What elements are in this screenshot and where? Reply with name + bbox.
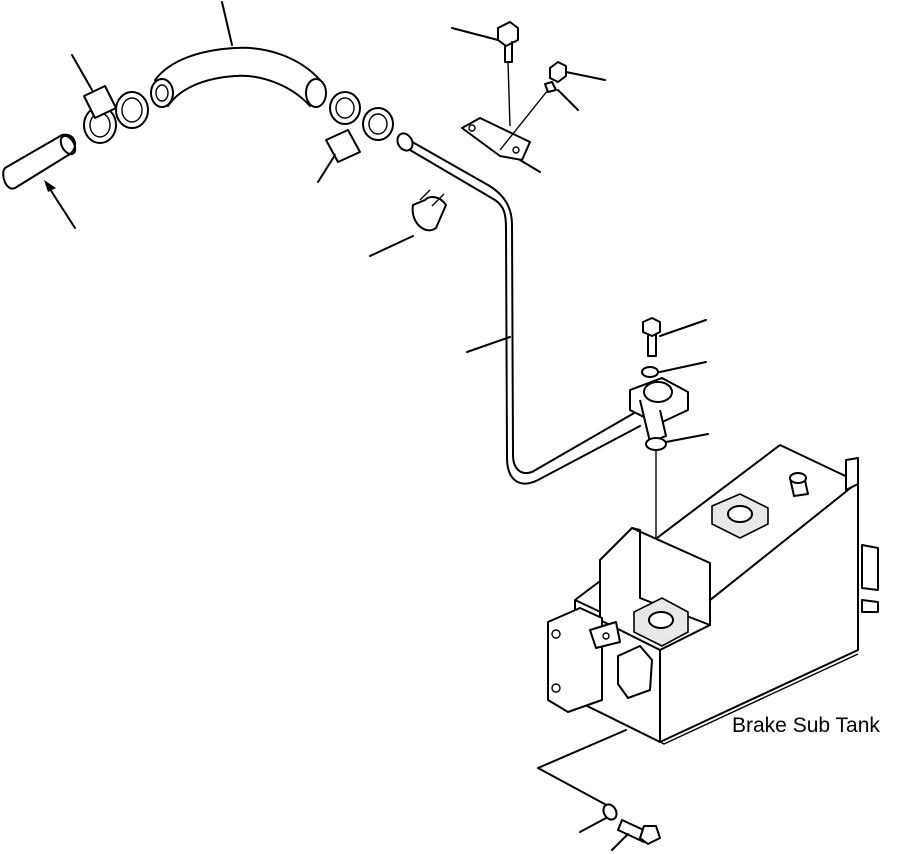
flange-washer-leader bbox=[659, 361, 707, 373]
steel-pipe bbox=[396, 132, 641, 485]
bolt-top-leader bbox=[451, 27, 499, 41]
washer-top-leader bbox=[557, 89, 579, 111]
u-bolt-leader bbox=[369, 235, 414, 257]
flange-bolt bbox=[641, 317, 661, 378]
hose-leader bbox=[221, 1, 233, 46]
inlet-pipe-leader bbox=[44, 180, 76, 229]
tank-label: Brake Sub Tank bbox=[732, 714, 880, 737]
pipe-bracket bbox=[461, 117, 531, 161]
brake-sub-tank bbox=[547, 444, 879, 745]
washer-bottom-leader bbox=[579, 817, 607, 833]
nut-top bbox=[499, 61, 567, 151]
clamp-right-leader bbox=[317, 154, 336, 183]
bolt-top bbox=[497, 21, 519, 127]
tank-mount-bolt bbox=[537, 729, 661, 845]
nut-top-leader bbox=[565, 71, 606, 81]
hose-clamp-left bbox=[83, 85, 149, 144]
bracket-leader bbox=[519, 159, 541, 173]
rubber-hose bbox=[150, 46, 327, 108]
bolt-bottom-leader bbox=[611, 833, 629, 851]
inlet-pipe bbox=[2, 133, 77, 190]
o-ring-leader bbox=[665, 433, 709, 443]
u-bolt-clip bbox=[411, 189, 447, 232]
flange-bolt-leader bbox=[659, 319, 707, 337]
clamp-left-leader bbox=[71, 54, 93, 91]
pipe-flange bbox=[629, 377, 689, 443]
hose-clamp-right bbox=[325, 91, 394, 163]
steel-pipe-leader bbox=[466, 336, 511, 353]
